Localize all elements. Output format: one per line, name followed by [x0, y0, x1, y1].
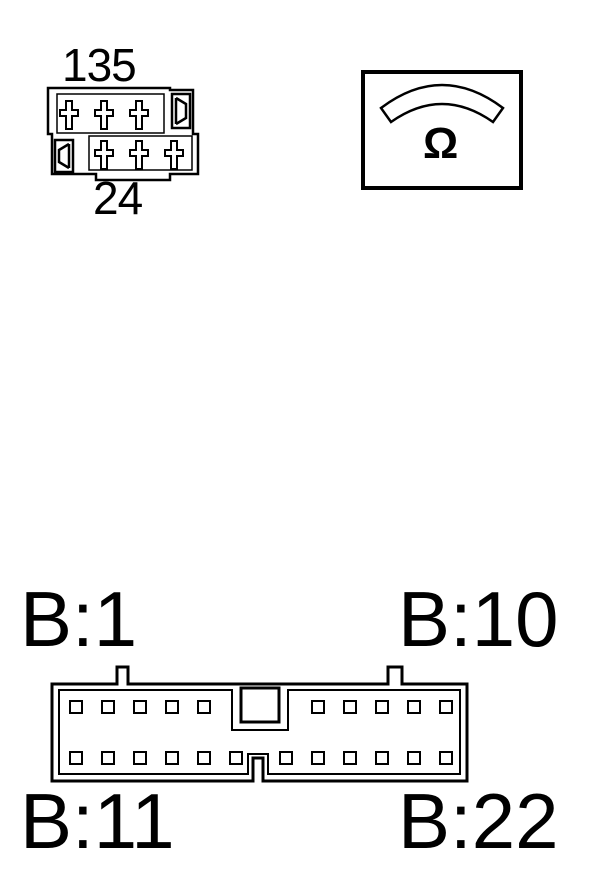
square-pin-icon [439, 700, 453, 714]
square-pin-icon [343, 700, 357, 714]
square-pin-icon [101, 700, 115, 714]
label-b11: B:11 [20, 777, 175, 865]
label-b1: B:1 [20, 575, 138, 663]
square-pin-icon [407, 751, 421, 765]
latch-right-top [170, 92, 192, 130]
small-connector [46, 86, 200, 182]
square-pin-icon [197, 700, 211, 714]
square-pin-icon [133, 751, 147, 765]
center-key [239, 686, 281, 724]
pin-numbers-top: 135 [62, 39, 137, 91]
square-pin-icon [407, 700, 421, 714]
square-pin-icon [165, 751, 179, 765]
ohm-symbol: Ω [423, 119, 459, 168]
square-pin-icon [229, 751, 243, 765]
square-pin-icon [439, 751, 453, 765]
square-pin-icon [311, 700, 325, 714]
square-pin-icon [101, 751, 115, 765]
square-pin-icon [133, 700, 147, 714]
label-b10: B:10 [398, 575, 559, 663]
square-pin-icon [375, 700, 389, 714]
cross-terminal-icon [164, 140, 184, 170]
cross-terminal-icon [94, 100, 114, 130]
pin-numbers-bottom: 24 [93, 172, 143, 224]
large-connector [50, 665, 469, 783]
square-pin-icon [279, 751, 293, 765]
square-pin-icon [343, 751, 357, 765]
label-b22: B:22 [398, 777, 559, 865]
square-pin-icon [311, 751, 325, 765]
square-pin-icon [165, 700, 179, 714]
latch-left-bottom [53, 138, 75, 174]
square-pin-icon [69, 700, 83, 714]
square-pin-icon [197, 751, 211, 765]
square-pin-icon [375, 751, 389, 765]
cross-terminal-icon [129, 100, 149, 130]
large-connector-pins [69, 700, 453, 765]
cross-terminal-icon [94, 140, 114, 170]
cross-terminal-icon [59, 100, 79, 130]
square-pin-icon [69, 751, 83, 765]
cross-terminal-icon [129, 140, 149, 170]
ohmmeter-icon [361, 70, 523, 190]
small-connector-terminals [59, 100, 184, 170]
